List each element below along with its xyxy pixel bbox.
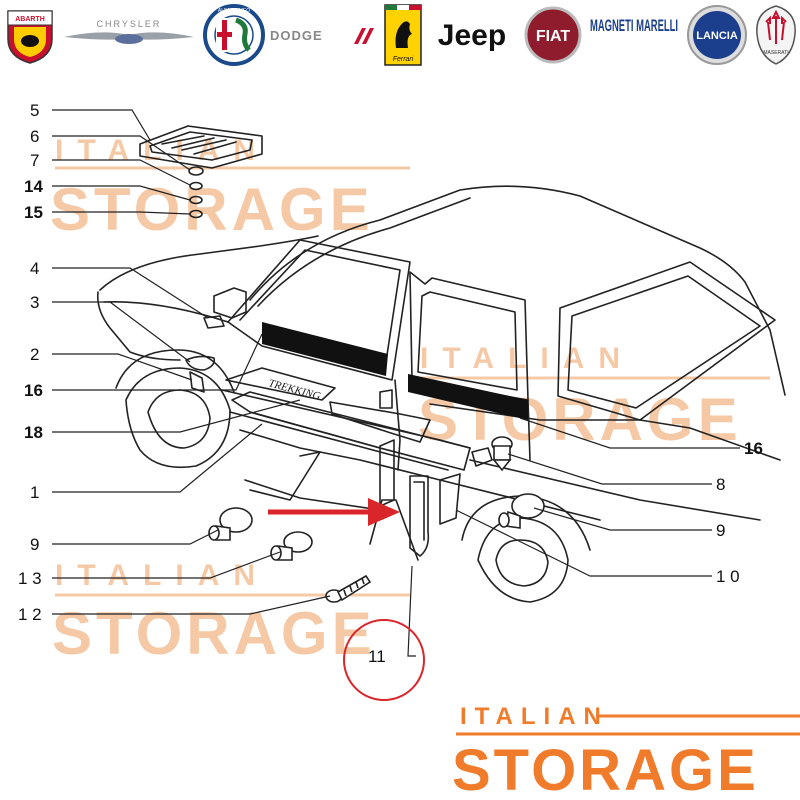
- fiat-logo: FIAT: [524, 4, 582, 66]
- abarth-wordmark: ABARTH: [15, 16, 45, 23]
- parts-diagram: ITALIAN STORAGE ITALIAN STORAGE ITALIAN …: [18, 101, 800, 800]
- callout-12: 1 2: [18, 605, 42, 624]
- chrysler-wordmark: CHRYSLER: [97, 19, 162, 29]
- chrysler-logo: CHRYSLER: [62, 4, 196, 66]
- svg-text:ITALIAN: ITALIAN: [55, 134, 269, 167]
- clip-13: [270, 531, 313, 561]
- logo-line2: STORAGE: [452, 738, 759, 800]
- watermark-bottom: ITALIAN STORAGE: [52, 559, 410, 667]
- window-seal-rear: [408, 374, 528, 420]
- maserati-wordmark: MASERATI: [763, 50, 788, 56]
- callout-10: 1 0: [716, 567, 740, 586]
- clip-9-right: [498, 493, 545, 529]
- highlight-circle: [343, 619, 425, 701]
- callout-9-right: 9: [716, 521, 725, 540]
- ferrari-wordmark: Ferrari: [393, 56, 414, 63]
- callout-18: 18: [24, 423, 43, 442]
- callout-1: 1: [30, 483, 39, 502]
- callout-14: 14: [24, 177, 43, 196]
- callout-9-left: 9: [30, 535, 39, 554]
- callout-13: 1 3: [18, 569, 42, 588]
- svg-text:STORAGE: STORAGE: [50, 176, 374, 243]
- maserati-logo: MASERATI: [752, 4, 800, 66]
- brand-logo-bar: ABARTH CHRYSLER ALFA ROMEO DODGE: [0, 0, 800, 72]
- callout-16-left: 16: [24, 381, 43, 400]
- highlight-arrow: [268, 498, 400, 526]
- callout-7: 7: [30, 151, 39, 170]
- abarth-logo: ABARTH: [2, 4, 58, 66]
- dodge-wordmark: DODGE: [270, 28, 323, 43]
- callout-8: 8: [716, 475, 725, 494]
- alfa-romeo-wordmark: ALFA ROMEO: [218, 8, 250, 14]
- magneti-marelli-wordmark: MAGNETI MARELLI: [590, 16, 678, 35]
- dodge-logo: DODGE: [268, 4, 380, 66]
- callout-15: 15: [24, 203, 43, 222]
- jeep-wordmark: Jeep: [438, 19, 506, 52]
- jeep-logo: Jeep: [428, 4, 516, 66]
- italian-storage-logo: ITALIAN STORAGE: [452, 703, 800, 800]
- window-seal-front: [262, 322, 388, 376]
- ferrari-logo: Ferrari: [383, 4, 423, 66]
- callout-11-highlighted: 11: [368, 647, 386, 666]
- callout-3: 3: [30, 293, 39, 312]
- callout-16-right: 16: [744, 439, 763, 458]
- svg-text:ITALIAN: ITALIAN: [55, 559, 269, 592]
- magneti-marelli-logo: MAGNETI MARELLI: [588, 4, 680, 66]
- callouts-right: 16 8 9 1 0: [716, 439, 763, 586]
- clip-9-left: [208, 507, 253, 541]
- screw-12: [325, 574, 372, 603]
- callout-2: 2: [30, 345, 39, 364]
- leader-lines: [52, 109, 740, 657]
- svg-text:STORAGE: STORAGE: [52, 600, 376, 667]
- lancia-wordmark: LANCIA: [696, 30, 738, 42]
- callouts-left: 5 6 7 14 15 4 3 2 16 18 1 9 1 3 1 2: [18, 101, 43, 624]
- callout-6: 6: [30, 127, 39, 146]
- watermark-top: ITALIAN STORAGE: [50, 134, 410, 243]
- logo-line1: ITALIAN: [460, 703, 609, 730]
- callout-5: 5: [30, 101, 39, 120]
- lancia-logo: LANCIA: [685, 4, 749, 66]
- clip-8: [491, 436, 513, 472]
- callout-4: 4: [30, 259, 39, 278]
- fiat-wordmark: FIAT: [536, 28, 571, 45]
- svg-text:ITALIAN: ITALIAN: [420, 342, 634, 375]
- alfa-romeo-logo: ALFA ROMEO: [202, 4, 266, 66]
